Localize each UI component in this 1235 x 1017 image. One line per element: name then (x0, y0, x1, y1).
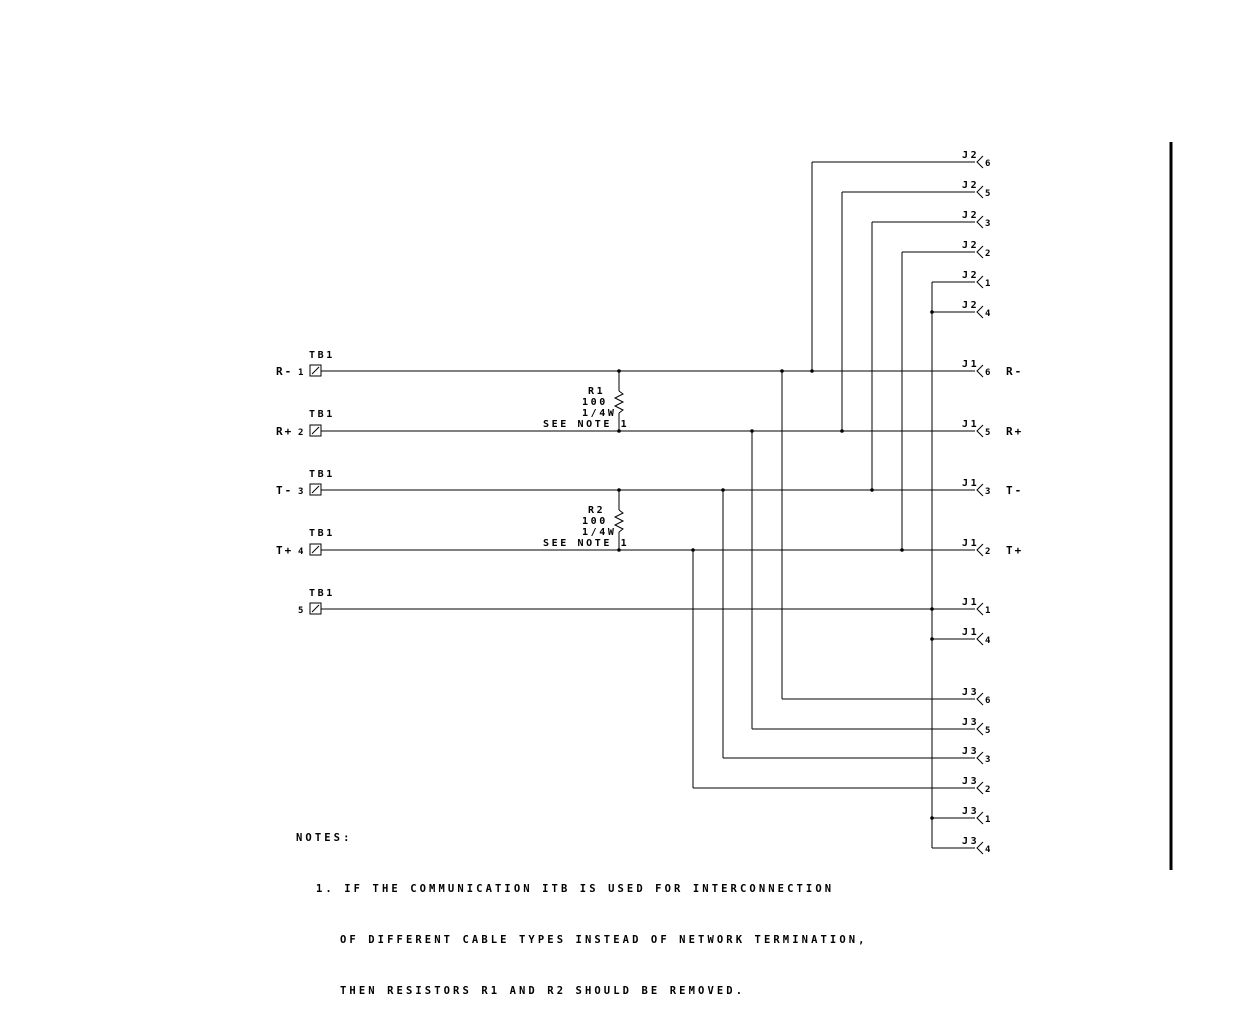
connector-pin: 5 (985, 726, 990, 736)
resistor-rating: 1/4W (582, 408, 616, 419)
connector-pin: 6 (985, 159, 990, 169)
connector-pin: 6 (985, 696, 990, 706)
tb1-row-2: TB1 R+ 2 (276, 409, 335, 438)
connector-name: J3 (962, 687, 979, 698)
connector-name: J1 (962, 478, 979, 489)
connector-j1: J1 6 R- J1 5 R+ J1 3 T- J1 2 T+ J1 1 J1 4 (962, 359, 1023, 646)
resistor-ref: R2 (588, 505, 605, 516)
tb1-signal-label: R+ (276, 425, 293, 438)
connector-name: J1 (962, 419, 979, 430)
resistor-rating: 1/4W (582, 527, 616, 538)
terminal-screw-slot (311, 426, 320, 435)
terminal-screw-slot (311, 604, 320, 613)
connector-pin: 4 (985, 845, 991, 855)
connector-pin: 4 (985, 309, 991, 319)
notes-heading: NOTES: (296, 832, 353, 844)
terminal-screw-slot (311, 366, 320, 375)
tb1-pin-number: 4 (298, 547, 304, 557)
tb1-row-1: TB1 R- 1 (276, 350, 335, 378)
notes-block: NOTES: 1. IF THE COMMUNICATION ITB IS US… (296, 796, 868, 1017)
tb1-signal-label: R- (276, 365, 293, 378)
terminal-screw-slot (311, 485, 320, 494)
resistor-note: SEE NOTE 1 (543, 538, 629, 549)
connector-pin: 2 (985, 547, 990, 557)
connector-name: J1 (962, 538, 979, 549)
connector-pin: 3 (985, 219, 990, 229)
connector-pin: 3 (985, 755, 990, 765)
connector-pin: 2 (985, 785, 990, 795)
connector-j2: J2 6 J2 5 J2 3 J2 2 J2 1 J2 4 (962, 150, 991, 319)
wiring-schematic: TB1 R- 1 TB1 R+ 2 TB1 T- 3 TB1 T+ 4 TB1 … (276, 142, 1173, 870)
connector-name: J2 (962, 150, 979, 161)
connector-pin: 3 (985, 487, 990, 497)
connector-name: J2 (962, 210, 979, 221)
connector-name: J2 (962, 180, 979, 191)
tb1-label: TB1 (309, 528, 335, 539)
connector-pin: 5 (985, 189, 990, 199)
connector-name: J2 (962, 270, 979, 281)
tb1-label: TB1 (309, 588, 335, 599)
connector-pin: 1 (985, 815, 990, 825)
connector-pin: 2 (985, 249, 990, 259)
tb1-label: TB1 (309, 350, 335, 361)
note-number: 1. (316, 883, 335, 895)
connector-pin: 5 (985, 428, 990, 438)
connector-name: J1 (962, 597, 979, 608)
tb1-row-5: TB1 5 (298, 588, 335, 616)
tb1-pin-number: 2 (298, 428, 303, 438)
connector-name: J3 (962, 746, 979, 757)
connector-pin: 1 (985, 606, 990, 616)
terminal-screw-slot (311, 545, 320, 554)
tb1-label: TB1 (309, 469, 335, 480)
connector-pin: 4 (985, 636, 991, 646)
note-line-3: THEN RESISTORS R1 AND R2 SHOULD BE REMOV… (340, 985, 746, 997)
connector-signal-label: T+ (1006, 544, 1023, 557)
connector-name: J1 (962, 627, 979, 638)
tb1-row-3: TB1 T- 3 (276, 469, 335, 497)
connector-name: J3 (962, 836, 979, 847)
resistor-r1: R1 100 1/4W SEE NOTE 1 (543, 369, 629, 433)
note-1: 1. IF THE COMMUNICATION ITB IS USED FOR … (316, 881, 868, 898)
tb1-pin-number: 5 (298, 606, 303, 616)
connector-name: J3 (962, 806, 979, 817)
tb1-pin-number: 3 (298, 487, 303, 497)
tb1-label: TB1 (309, 409, 335, 420)
note-line-1: IF THE COMMUNICATION ITB IS USED FOR INT… (344, 883, 835, 895)
connector-signal-label: R- (1006, 365, 1023, 378)
connector-name: J2 (962, 300, 979, 311)
resistor-note: SEE NOTE 1 (543, 419, 629, 430)
resistor-r2: R2 100 1/4W SEE NOTE 1 (543, 488, 629, 552)
connector-name: J1 (962, 359, 979, 370)
tb1-signal-label: T- (276, 484, 293, 497)
connector-j3: J3 6 J3 5 J3 3 J3 2 J3 1 J3 4 (962, 687, 991, 855)
tb1-pin-number: 1 (298, 368, 303, 378)
connector-signal-label: T- (1006, 484, 1023, 497)
connector-name: J3 (962, 776, 979, 787)
connector-name: J2 (962, 240, 979, 251)
tb1-signal-label: T+ (276, 544, 293, 557)
resistor-ref: R1 (588, 386, 605, 397)
resistor-value: 100 (582, 516, 608, 527)
tb1-row-4: TB1 T+ 4 (276, 528, 335, 557)
resistor-value: 100 (582, 397, 608, 408)
note-line-2: OF DIFFERENT CABLE TYPES INSTEAD OF NETW… (340, 934, 868, 946)
connector-pin: 1 (985, 279, 990, 289)
connector-signal-label: R+ (1006, 425, 1023, 438)
connector-pin: 6 (985, 368, 990, 378)
connector-name: J3 (962, 717, 979, 728)
